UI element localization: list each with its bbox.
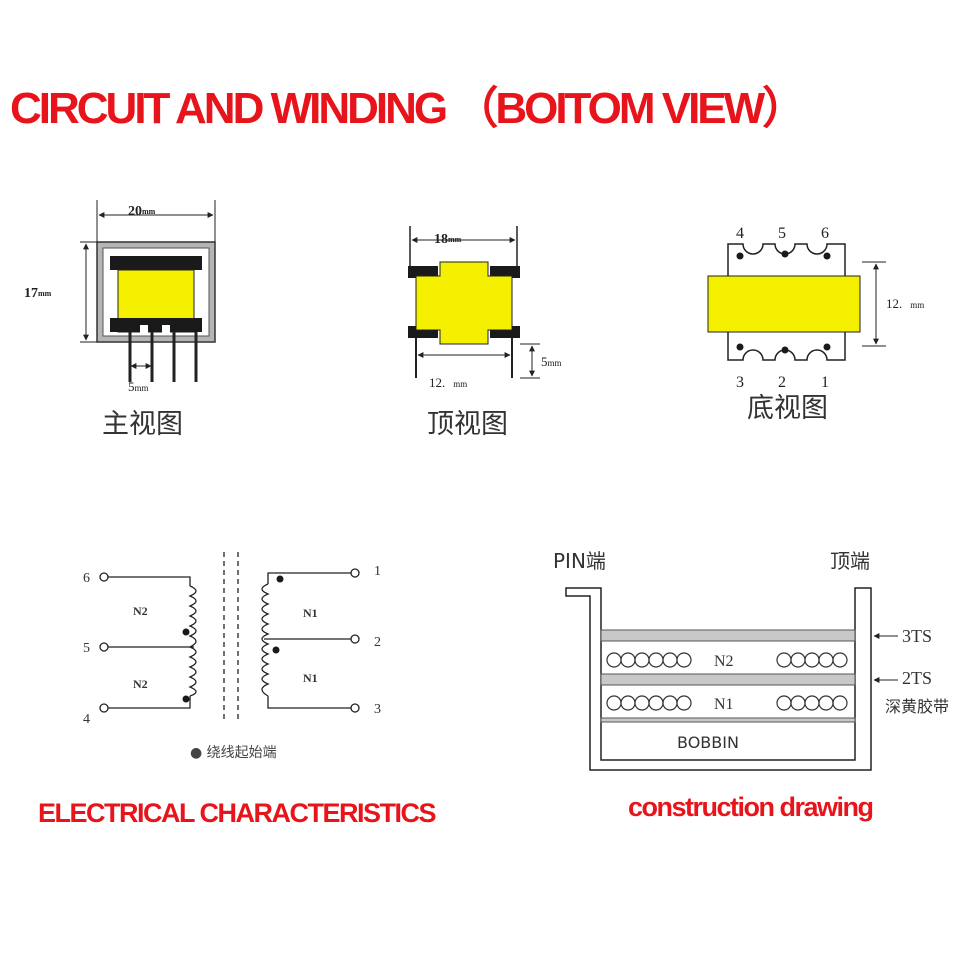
svg-text:18mm: 18mm	[434, 232, 462, 247]
top-dim-width-unit: mm	[448, 235, 462, 244]
top-dim-width: 18	[434, 232, 448, 247]
start-dot-upper-n2	[182, 628, 190, 636]
svg-text:12.mm: 12. mm	[429, 375, 467, 390]
front-view-core-top	[110, 256, 202, 270]
pin-5-dot	[781, 250, 789, 258]
front-dim-pin: 5	[128, 379, 135, 394]
winding-label-n2-lower: N2	[133, 677, 148, 691]
tape-label-2ts: 2TS	[902, 668, 932, 688]
pin-6-dot	[823, 252, 831, 260]
pin-3-dot	[736, 343, 744, 351]
terminal-label-2: 2	[374, 635, 381, 650]
terminal-5	[99, 642, 109, 652]
front-dim-width-unit: mm	[142, 207, 156, 216]
bottom-view: 4 5 6 3 2 1 12. mm 底视图	[707, 225, 924, 424]
pin-2-dot	[781, 346, 789, 354]
bobbin-label: BOBBIN	[677, 733, 739, 752]
terminal-1	[350, 568, 360, 578]
terminal-label-3: 3	[374, 702, 381, 717]
front-dim-height: 17	[24, 286, 38, 301]
pin-label-5: 5	[778, 225, 786, 242]
layer-label-n1: N1	[714, 696, 734, 713]
terminal-label-4: 4	[83, 712, 90, 727]
front-view-core-bottom	[110, 318, 202, 332]
winding-label-n2-upper: N2	[133, 604, 148, 618]
front-dim-height-unit: mm	[38, 289, 52, 298]
top-dim-bottom: 12.	[429, 375, 445, 390]
pin-label-4: 4	[736, 225, 744, 242]
pin-label-6: 6	[821, 225, 829, 242]
top-dim-pin-unit: mm	[548, 358, 562, 368]
terminal-3	[350, 703, 360, 713]
tape-label-3ts: 3TS	[902, 626, 932, 646]
pin-label-3: 3	[736, 374, 744, 391]
front-view: 20mm 17mm 5mm 主视图	[24, 200, 216, 440]
bobbin-outline	[565, 587, 872, 771]
winding-label-n1-upper: N1	[303, 606, 318, 620]
terminal-4	[99, 703, 109, 713]
electrical-characteristics-caption: ELECTRICAL CHARACTERISTICS	[38, 798, 437, 828]
bottom-view-winding	[707, 275, 861, 333]
winding-schematic	[99, 552, 360, 722]
start-end-legend: ● 绕线起始端	[190, 745, 277, 761]
front-dim-pin-unit: mm	[135, 383, 149, 393]
svg-text:5mm: 5mm	[128, 379, 149, 394]
pin-1-dot	[823, 343, 831, 351]
top-view-label: 顶视图	[427, 409, 508, 440]
start-dot-lower-n1	[272, 646, 280, 654]
svg-text:5mm: 5mm	[541, 354, 562, 369]
tape-note: 深黄胶带	[885, 697, 949, 716]
secondary-coil-n1	[261, 583, 270, 697]
construction-drawing: PIN端 顶端 N2 N1 BOBBIN 3TS 2TS 深黄胶带	[553, 549, 949, 771]
top-dim-bottom-unit: mm	[453, 379, 467, 389]
terminal-label-5: 5	[83, 641, 90, 656]
winding-label-n1-lower: N1	[303, 671, 318, 685]
schematic-labels: 6 5 4 1 2 3 N2 N2 N1 N1 ● 绕线起始端	[83, 564, 381, 761]
pin-label-1: 1	[821, 374, 829, 391]
svg-text:12.mm: 12. mm	[886, 296, 924, 311]
terminal-2	[350, 634, 360, 644]
terminal-label-6: 6	[83, 571, 90, 586]
top-end-label: 顶端	[830, 549, 870, 573]
svg-text:20mm: 20mm	[128, 204, 156, 219]
construction-drawing-caption: construction drawing	[628, 792, 874, 822]
bottom-dim-height: 12.	[886, 296, 902, 311]
terminal-6	[99, 572, 109, 582]
layer-label-n2: N2	[714, 653, 734, 670]
front-view-label: 主视图	[102, 409, 183, 440]
front-dim-width: 20	[128, 204, 142, 219]
tape-layer-top	[600, 629, 856, 642]
pin-end-label: PIN端	[553, 549, 606, 573]
top-dim-pin: 5	[541, 354, 548, 369]
winding-turns	[606, 652, 848, 711]
pin-4-dot	[736, 252, 744, 260]
bottom-dim-height-unit: mm	[910, 300, 924, 310]
top-view: 18mm 12.mm 5mm 顶视图	[408, 226, 562, 440]
page-title: CIRCUIT AND WINDING （BOITOM VIEW）	[10, 84, 806, 133]
primary-coil-n2	[188, 585, 197, 697]
top-view-winding	[415, 261, 513, 345]
tape-layer-middle	[600, 673, 856, 686]
start-dot-upper-n1	[276, 575, 284, 583]
bottom-view-label: 底视图	[747, 393, 828, 424]
terminal-label-1: 1	[374, 564, 381, 579]
pin-label-2: 2	[778, 374, 786, 391]
svg-text:17mm: 17mm	[24, 286, 52, 301]
start-dot-lower-n2	[182, 695, 190, 703]
